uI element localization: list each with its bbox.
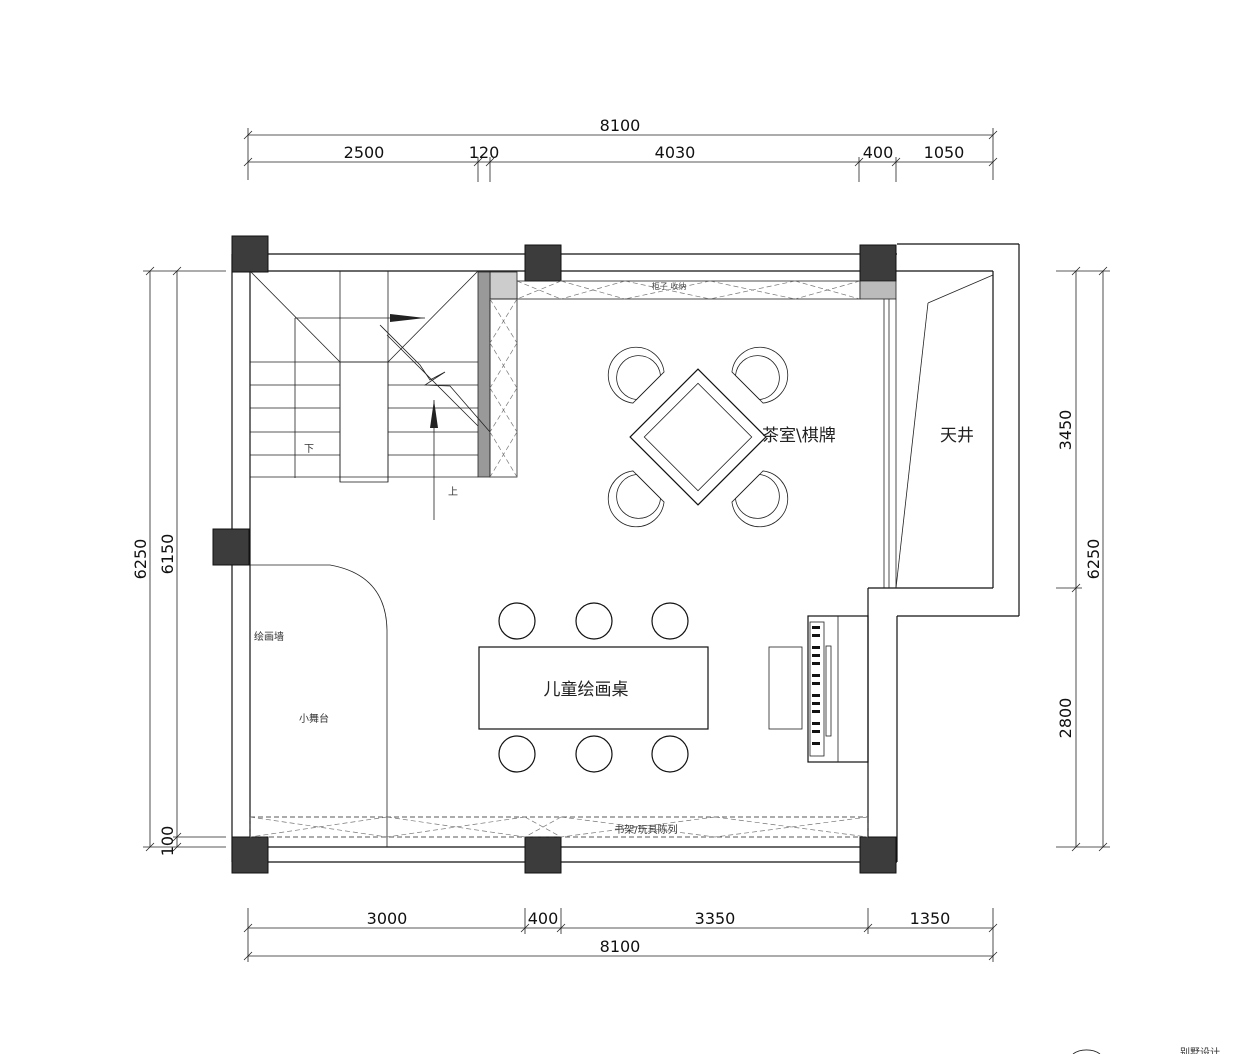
left-dimensions: 6250 6150 100 bbox=[131, 266, 226, 857]
top-total-dimension: 8100 bbox=[600, 116, 641, 135]
bookshelf-label: 书架/玩具陈列 bbox=[614, 823, 677, 836]
bottom-dim-3350: 3350 bbox=[695, 909, 736, 928]
corner-fragment: 别墅设计 bbox=[1072, 1046, 1220, 1054]
stair-side-cabinet bbox=[477, 271, 518, 478]
small-stage-label: 小舞台 bbox=[299, 712, 329, 725]
right-dimensions: 3450 2800 6250 bbox=[1056, 266, 1110, 852]
right-total-dimension: 6250 bbox=[1084, 539, 1103, 580]
cabinet-top-label: 柜子 收纳 bbox=[652, 281, 687, 291]
bottom-total-dimension: 8100 bbox=[600, 937, 641, 956]
staircase: 下 上 bbox=[249, 270, 491, 520]
top-dim-2500: 2500 bbox=[344, 143, 385, 162]
column bbox=[524, 244, 562, 282]
top-dim-400: 400 bbox=[863, 143, 894, 162]
kids-drawing-table: 儿童绘画桌 bbox=[478, 602, 709, 773]
tea-room-label: 茶室\棋牌 bbox=[762, 426, 836, 446]
column bbox=[524, 836, 562, 874]
skylight-label: 天井 bbox=[940, 426, 974, 446]
column bbox=[231, 836, 269, 874]
stair-down-label: 下 bbox=[304, 444, 314, 455]
piano-keys bbox=[812, 626, 820, 745]
right-lower-dimension: 2800 bbox=[1056, 698, 1075, 739]
walls bbox=[231, 243, 1020, 863]
structural-columns bbox=[212, 235, 897, 874]
bottom-dimensions: 3000 400 3350 1350 8100 bbox=[243, 908, 998, 962]
column bbox=[859, 244, 897, 282]
top-dim-1050: 1050 bbox=[924, 143, 965, 162]
left-small-dimension: 100 bbox=[158, 826, 177, 857]
skylight-area: 天井 bbox=[883, 274, 994, 589]
top-dim-120: 120 bbox=[469, 143, 500, 162]
tea-card-table: 茶室\棋牌 bbox=[607, 346, 836, 528]
top-dimensions: 8100 2500 120 4030 400 1050 bbox=[243, 116, 998, 182]
piano bbox=[768, 615, 869, 763]
column bbox=[859, 836, 897, 874]
painting-wall-label: 绘画墙 bbox=[254, 630, 284, 643]
top-dim-4030: 4030 bbox=[655, 143, 696, 162]
kids-table-label: 儿童绘画桌 bbox=[544, 680, 629, 700]
bottom-bookshelf: 书架/玩具陈列 bbox=[249, 816, 869, 838]
bottom-dim-1350: 1350 bbox=[910, 909, 951, 928]
column bbox=[212, 528, 250, 566]
column bbox=[231, 235, 269, 273]
bottom-dim-400: 400 bbox=[528, 909, 559, 928]
left-outer-dimension: 6250 bbox=[131, 539, 150, 580]
right-upper-dimension: 3450 bbox=[1056, 410, 1075, 451]
corner-text: 别墅设计 bbox=[1180, 1046, 1220, 1054]
top-cabinet: 柜子 收纳 bbox=[489, 271, 897, 300]
stage-area: 绘画墙 小舞台 bbox=[250, 564, 388, 847]
bottom-dim-3000: 3000 bbox=[367, 909, 408, 928]
stair-up-label: 上 bbox=[448, 486, 458, 498]
left-inner-dimension: 6150 bbox=[158, 534, 177, 575]
